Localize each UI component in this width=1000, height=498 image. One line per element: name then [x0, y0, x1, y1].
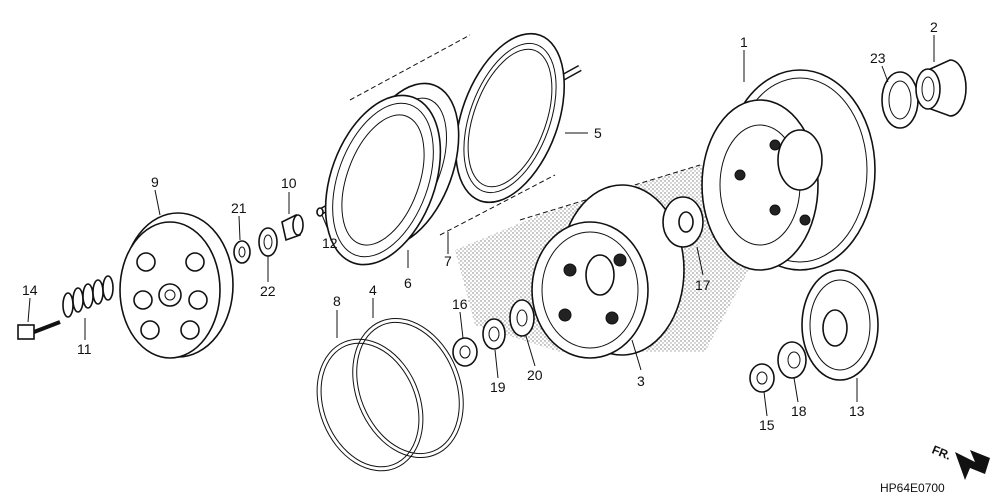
callout-17: 17 [695, 277, 711, 293]
callout-labels: 1 2 3 4 5 6 7 8 9 10 11 12 13 14 15 16 1… [22, 19, 938, 433]
callout-21: 21 [231, 200, 247, 216]
callout-8: 8 [333, 293, 341, 309]
washer-part-21 [233, 240, 251, 264]
callout-3: 3 [637, 373, 645, 389]
direction-label: FR. [930, 443, 953, 463]
callout-16: 16 [452, 296, 468, 312]
bolt-part-14 [17, 320, 61, 340]
gear-part-13 [801, 269, 879, 381]
friction-disc-part-6 [324, 94, 442, 266]
collar-part-2 [915, 59, 967, 117]
nut-part-16 [452, 337, 478, 367]
callout-9: 9 [151, 174, 159, 190]
callout-22: 22 [260, 283, 276, 299]
friction-disc-part-5 [454, 32, 566, 204]
callout-4: 4 [369, 282, 377, 298]
callout-14: 14 [22, 282, 38, 298]
callout-15: 15 [759, 417, 775, 433]
bearing-part-22 [258, 227, 278, 257]
washer-part-18 [777, 341, 807, 379]
callout-12: 12 [322, 235, 338, 251]
lock-washer-part-20 [509, 299, 535, 337]
callout-6: 6 [404, 275, 412, 291]
callout-13: 13 [849, 403, 865, 419]
o-ring-part-4 [352, 317, 464, 459]
callout-2: 2 [930, 19, 938, 35]
callout-10: 10 [281, 175, 297, 191]
diagram-code: HP64E0700 [880, 481, 945, 495]
leader-lines [27, 35, 935, 417]
callout-1: 1 [740, 34, 748, 50]
pressure-plate-part-9 [119, 212, 234, 359]
callout-5: 5 [594, 125, 602, 141]
washer-part-17 [662, 196, 704, 248]
lifter-piece-part-10 [281, 213, 304, 242]
callout-18: 18 [791, 403, 807, 419]
callout-11: 11 [77, 341, 92, 357]
callout-19: 19 [490, 379, 506, 395]
clutch-outer-part-1 [701, 69, 876, 271]
o-ring-part-8 [316, 338, 424, 472]
washer-part-19 [482, 318, 506, 350]
nut-part-15 [749, 363, 775, 393]
front-direction-arrow: FR. [930, 443, 990, 480]
clutch-center-part-3 [531, 184, 685, 359]
callout-7: 7 [444, 253, 452, 269]
spring-part-11 [62, 275, 114, 318]
assembly-guide-lines [349, 34, 701, 236]
callout-23: 23 [870, 50, 886, 66]
callout-20: 20 [527, 367, 543, 383]
